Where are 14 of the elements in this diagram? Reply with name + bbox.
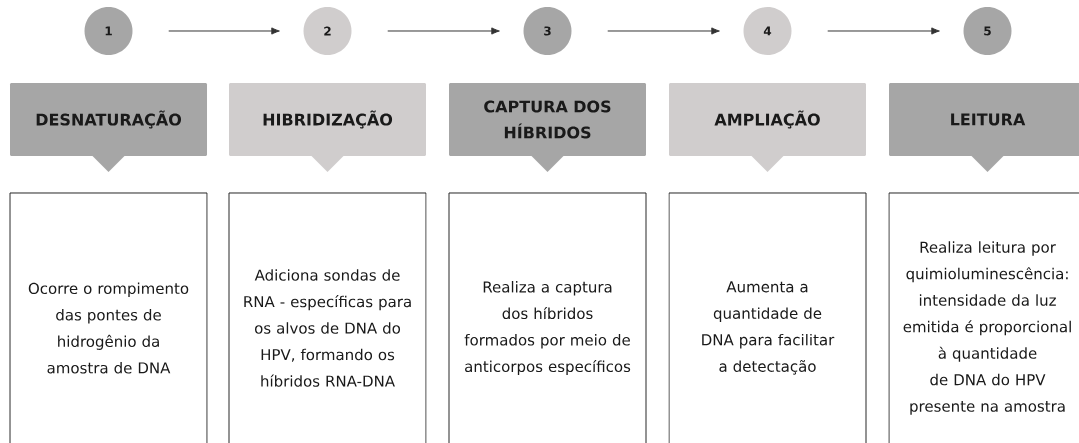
callout-box: AMPLIAÇÃO	[669, 83, 866, 172]
arrow	[827, 27, 940, 35]
text-box: Ocorre o rompimento das pontes de hidrogênio da amostra de DNA	[9, 192, 208, 443]
callout-box: CAPTURA DOS HÍBRIDOS	[449, 83, 646, 172]
text-box: Realiza leitura por quimioluminescência: intensidade da luz emitida é proporcional à quantidade de DNA do HPV presente na amostra	[888, 192, 1079, 443]
arrow	[607, 27, 720, 35]
arrow	[387, 27, 500, 35]
text-box: Aumenta a quantidade de DNA para facilitar a detectação	[668, 192, 867, 443]
arrow	[168, 27, 280, 35]
text-box: Realiza a captura dos híbridos formados por meio de anticorpos específicos	[448, 192, 647, 443]
callout-box: DESNATURAÇÃO	[10, 83, 207, 172]
text-box: Adiciona sondas de RNA - específicas para os alvos de DNA do HPV, formando os híbridos RNA-DNA	[228, 192, 427, 443]
callout-box: LEITURA	[889, 83, 1079, 172]
callout-box: HIBRIDIZAÇÃO	[229, 83, 426, 172]
